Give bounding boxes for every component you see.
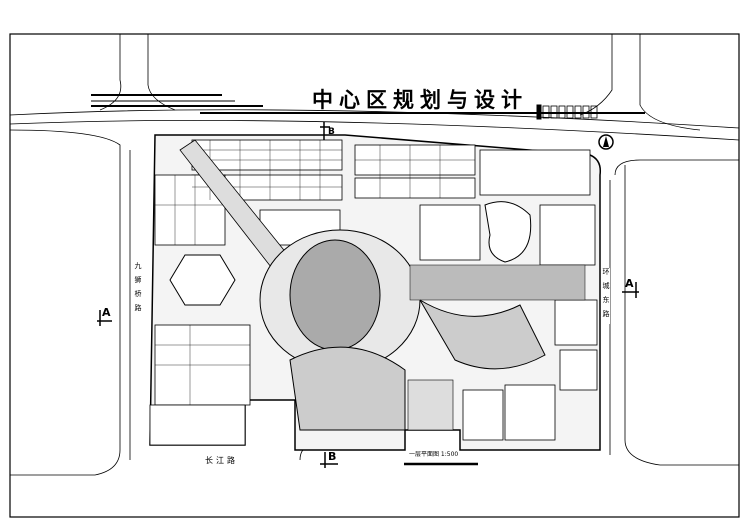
section-mark-b-top: B	[328, 127, 335, 137]
section-mark-a-left: A	[102, 306, 111, 319]
central-dome	[289, 239, 381, 351]
road-label-right: 环城东路	[601, 268, 610, 324]
curved-pavilion	[484, 201, 532, 263]
parking-area	[407, 379, 454, 431]
east-courtyard	[419, 299, 546, 370]
roads	[9, 34, 740, 476]
hexagonal-building	[169, 254, 236, 306]
road-label-left: 九狮桥路	[133, 262, 142, 318]
plan-caption: 一层平面图 1:500	[409, 451, 459, 458]
landscape-band	[409, 264, 586, 301]
section-lines	[97, 122, 639, 468]
drawing-frame	[9, 33, 740, 518]
road-label-bottom: 长江路	[205, 456, 238, 465]
building-blocks	[149, 139, 598, 446]
section-mark-a-right: A	[625, 277, 634, 290]
title-boxes	[542, 105, 598, 119]
south-fan-plaza	[289, 346, 406, 431]
section-mark-b-bottom: B	[328, 450, 337, 463]
building-grid-lines	[155, 140, 475, 405]
drawing-title: 中心区规划与设计	[312, 87, 528, 112]
